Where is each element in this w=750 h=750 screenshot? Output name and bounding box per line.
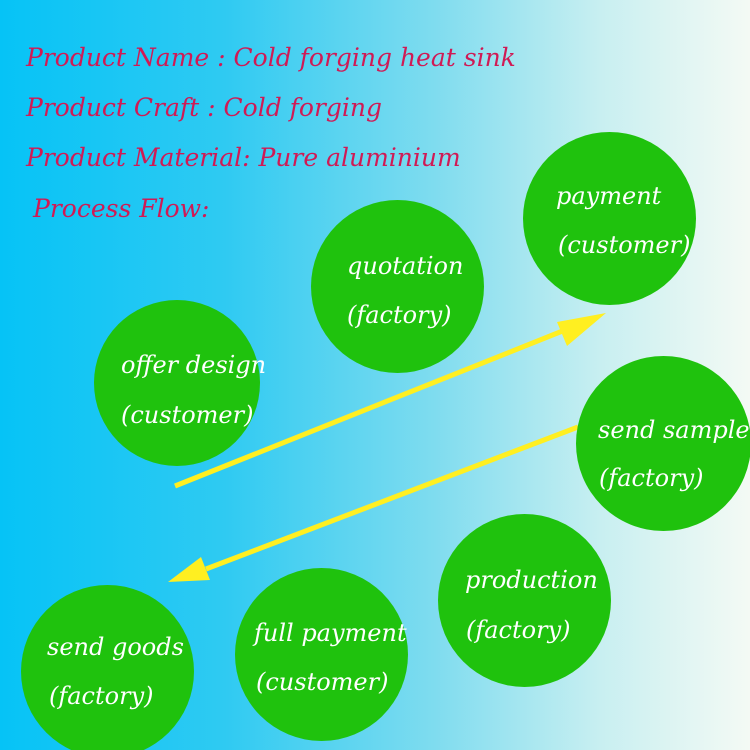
forward-arrow-line	[174, 325, 571, 489]
step-send-goods: send goods (factory)	[21, 585, 194, 750]
product-craft-line: Product Craft : Cold forging	[26, 93, 383, 122]
forward-arrowhead	[557, 313, 606, 346]
step-payment: payment (customer)	[523, 132, 696, 305]
return-arrowhead	[168, 557, 210, 582]
product-material-line: Product Material: Pure aluminium	[26, 143, 461, 172]
step-action-label: full payment	[254, 619, 407, 647]
step-party-label: (customer)	[558, 231, 691, 259]
step-party-label: (factory)	[599, 464, 704, 492]
step-party-label: (factory)	[466, 616, 571, 644]
step-production: production (factory)	[438, 514, 611, 687]
step-action-label: payment	[556, 182, 662, 210]
step-quotation: quotation (factory)	[311, 200, 484, 373]
product-name-line: Product Name : Cold forging heat sink	[26, 43, 516, 72]
process-flow-heading: Process Flow:	[33, 194, 210, 223]
step-action-label: send goods	[47, 633, 184, 661]
step-party-label: (customer)	[256, 668, 389, 696]
step-party-label: (factory)	[49, 682, 154, 710]
step-offer-design: offer design (customer)	[94, 300, 266, 466]
step-party-label: (factory)	[347, 301, 452, 329]
step-full-payment: full payment (customer)	[235, 568, 408, 741]
step-action-label: send sample	[598, 416, 750, 444]
step-action-label: quotation	[347, 252, 464, 280]
step-action-label: offer design	[121, 351, 267, 379]
step-action-label: production	[465, 566, 598, 594]
return-arrow-line	[205, 424, 579, 572]
step-send-sample: send sample (factory)	[576, 356, 750, 531]
step-party-label: (customer)	[121, 401, 254, 429]
